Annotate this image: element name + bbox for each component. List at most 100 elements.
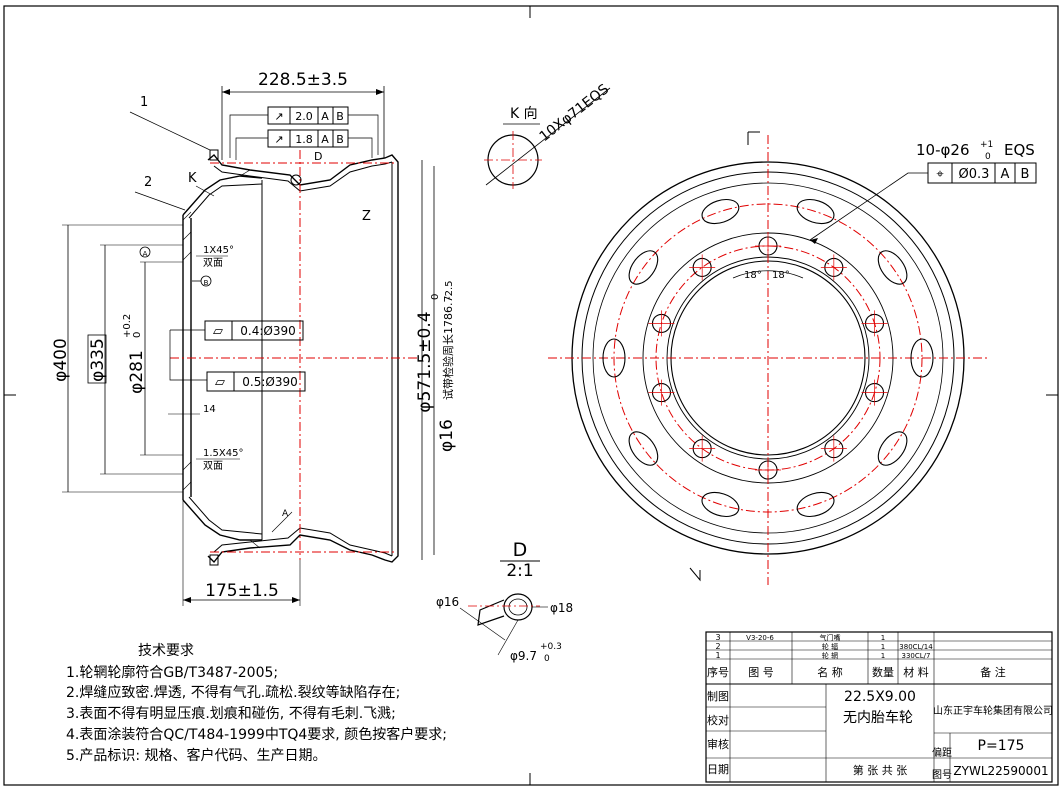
leader-part2 (134, 191, 186, 211)
tol-frame-runout-1: ↗ 2.0 A B (267, 106, 349, 125)
svg-text:▱: ▱ (213, 324, 223, 339)
rim-inner-top (213, 161, 393, 192)
bom-row-qty: 1 (881, 652, 885, 660)
header-note: 备 注 (980, 665, 1006, 679)
svg-text:↗: ↗ (274, 110, 283, 123)
bom-row-no: 2 (715, 642, 720, 651)
svg-text:⌖: ⌖ (936, 167, 944, 182)
rim-profile (207, 154, 399, 564)
z-label: Z (362, 209, 371, 224)
bom-row-no: 3 (715, 633, 720, 642)
header-code: 图 号 (748, 666, 774, 679)
flat-frame-2: ▱ 0.5:Ø390 (206, 371, 306, 392)
d-view-scale: 2:1 (506, 561, 533, 581)
tech-item-5: 5.产品标识: 规格、客户代码、生产日期。 (66, 747, 327, 764)
offset-value: P=175 (978, 738, 1025, 754)
chamfer-top-sub: 双面 (203, 257, 223, 269)
bom-row-no: 1 (715, 651, 720, 660)
bom-row-qty: 1 (881, 643, 885, 651)
sheet-count: 第 张 共 张 (853, 763, 908, 777)
header-no: 序号 (707, 665, 729, 679)
dim-281-tol-low: 0 (132, 332, 143, 338)
d-view-leader (497, 619, 519, 656)
angle-arc (732, 270, 804, 279)
tech-item-2: 2.焊缝应致密.焊透, 不得有气孔.疏松.裂纹等缺陷存在; (66, 684, 400, 701)
hole-label: 10-φ26 (916, 141, 969, 159)
header-name: 名 称 (817, 665, 843, 679)
angle-2: 18° (772, 270, 790, 281)
product-name: 无内胎车轮 (843, 709, 913, 726)
label-check: 校对 (707, 713, 729, 727)
d-view-d16: φ16 (436, 595, 459, 609)
dim-571-text: φ571.5±0.4 (415, 311, 435, 412)
callout-part2: 2 (144, 175, 152, 190)
dim-bottom-width: 175±1.5 (205, 581, 279, 601)
bom-row-name: 气门嘴 (820, 633, 841, 642)
hatch (182, 211, 192, 491)
d-view-stem (477, 599, 505, 626)
datum-a-text: A (143, 250, 148, 258)
title-block: 3 V3-20-6 气门嘴 1 2 轮 辐 1 380CL/14 1 轮 辋 1… (705, 631, 1053, 783)
d-view-title: D (513, 539, 528, 561)
company-name: 山东正宇车轮集团有限公司 (933, 704, 1053, 717)
dim-281-tol-up: +0.2 (122, 314, 133, 338)
disc-bottom-inner (188, 496, 263, 535)
drawing-no: ZYWL22590001 (953, 764, 1048, 778)
label-date: 日期 (707, 763, 729, 776)
tol-frame-runout-2: ↗ 1.8 A B (267, 129, 349, 148)
svg-text:B: B (1021, 167, 1030, 182)
hatch (239, 169, 261, 549)
header-qty: 数量 (872, 666, 894, 679)
section-view: 228.5±3.5 ↗ 2.0 A B ↗ 1.8 A B 1 2 K D Z (51, 70, 457, 606)
svg-text:B: B (336, 133, 344, 146)
vent-hole (628, 431, 659, 466)
d-view-d97: φ9.7 (510, 649, 537, 663)
d-view: D 2:1 φ16 φ18 φ9.7 +0.3 0 (436, 539, 573, 664)
d-view-d97-tol-up: +0.3 (540, 642, 562, 652)
svg-text:A: A (1001, 167, 1010, 182)
hole-tol-low: 0 (985, 152, 991, 162)
dim-1786-text: φ16 (437, 419, 457, 452)
header-mat: 材 料 (903, 665, 929, 679)
tech-item-3: 3.表面不得有明显压痕.划痕和碰伤, 不得有毛刺.飞溅; (66, 705, 396, 722)
front-view: 18° 18° 10-φ26 +1 0 EQS ⌖ Ø0.3 A B (548, 131, 1037, 585)
bead-seat (209, 554, 219, 566)
d-view-leader (459, 607, 506, 641)
vent-hole (877, 250, 908, 285)
svg-text:A: A (321, 133, 329, 146)
tech-item-4: 4.表面涂装符合QC/T484-1999中TQ4要求, 颜色按客户要求; (66, 726, 447, 743)
vent-hole (796, 491, 835, 518)
d-view-inner (508, 598, 528, 616)
leader-k (195, 185, 215, 197)
leader-a-small (271, 511, 293, 533)
vent-hole (628, 250, 659, 285)
svg-text:2.0: 2.0 (295, 110, 313, 123)
dim-281-text: φ281 (127, 350, 147, 394)
label-review: 审核 (707, 737, 729, 751)
svg-text:Ø0.3: Ø0.3 (959, 167, 990, 182)
callout-part1: 1 (140, 95, 148, 110)
vent-hole (602, 338, 626, 378)
dim-1786-tol-low: -2.5 (444, 280, 455, 300)
k-view-label: 10Xφ71EQS (537, 81, 613, 145)
tech-requirements: 技术要求 1.轮辋轮廓符合GB/T3487-2005; 2.焊缝应致密.焊透, … (66, 643, 447, 764)
bolt-holes (648, 233, 888, 483)
flat-leaders (169, 329, 207, 381)
svg-text:↗: ↗ (274, 133, 283, 146)
svg-text:A: A (321, 110, 329, 123)
d-view-d18: φ18 (550, 601, 573, 615)
pos-frame: ⌖ Ø0.3 A B (927, 162, 1037, 184)
disc-top (182, 175, 263, 216)
callout-k: K (188, 171, 197, 186)
vent-holes (602, 198, 934, 518)
flat-frame-1: ▱ 0.4:Ø390 (204, 320, 304, 341)
datum-b-text: B (204, 279, 209, 287)
valve-detail (290, 174, 302, 186)
dim-335-text: φ335 (88, 338, 108, 382)
k-view: K 向 10Xφ71EQS (484, 81, 612, 189)
dim-top-width: 228.5±3.5 (258, 70, 348, 90)
angle-1: 18° (744, 270, 762, 281)
bom-row-name: 轮 辐 (822, 642, 838, 651)
k-view-title: K 向 (510, 106, 538, 122)
